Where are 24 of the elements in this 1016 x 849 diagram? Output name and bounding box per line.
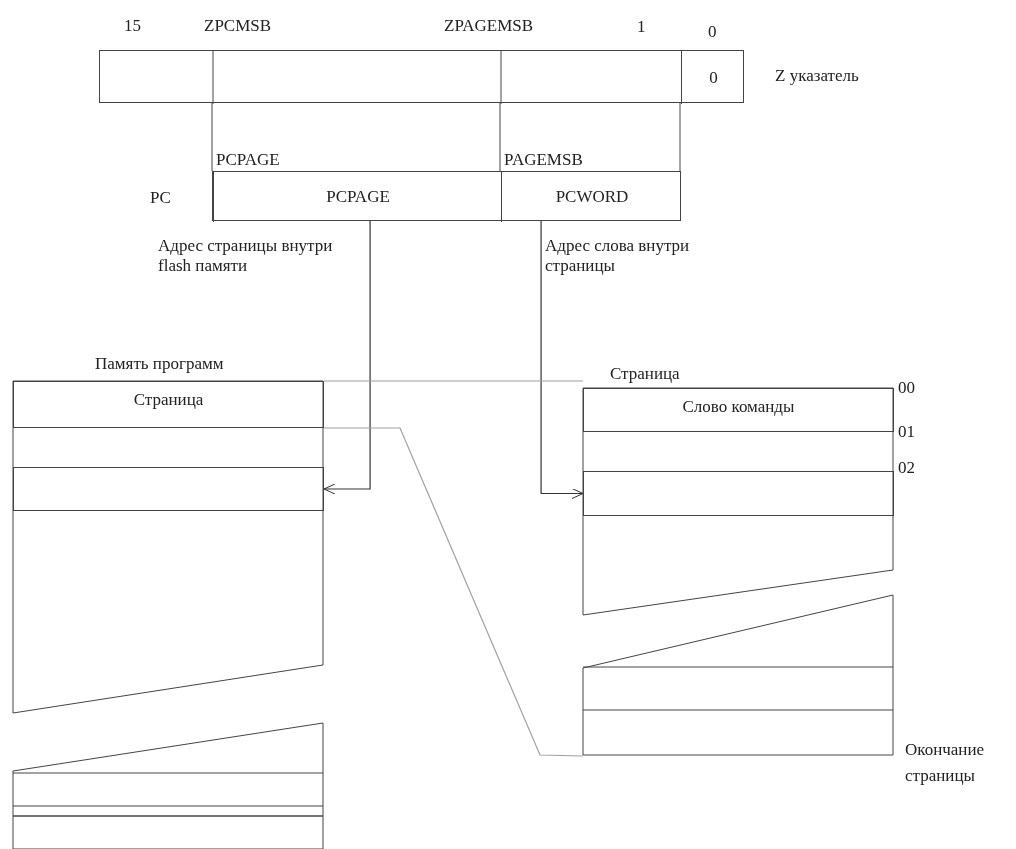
register-cell: 0 (681, 51, 745, 104)
page-row: Слово команды (583, 388, 894, 432)
address-offset: 02 (898, 458, 915, 478)
address-offset: 01 (898, 422, 915, 442)
node-caption: Z указатель (775, 66, 859, 86)
field-name: PCPAGE (216, 150, 280, 170)
register-box (99, 50, 744, 103)
page-row: Страница (13, 381, 324, 428)
bit-number: 1 (637, 17, 646, 37)
field-name: ZPAGEMSB (444, 16, 534, 36)
memory-row (13, 467, 324, 511)
node-caption: PC (150, 188, 171, 208)
register-cell: PCPAGE (213, 172, 502, 222)
bit-number: 15 (124, 16, 141, 36)
register-box (212, 171, 681, 221)
block-heading: Память программ (95, 354, 224, 374)
register-cell: PCWORD (501, 172, 682, 222)
address-offset: 00 (898, 378, 915, 398)
block-heading: Страница (610, 364, 680, 384)
field-name: ZPCMSB (204, 16, 272, 36)
node-caption: Окончание страницы (905, 739, 986, 787)
bit-number: 0 (708, 22, 717, 42)
field-name: PAGEMSB (504, 150, 583, 170)
memory-row (583, 471, 894, 516)
